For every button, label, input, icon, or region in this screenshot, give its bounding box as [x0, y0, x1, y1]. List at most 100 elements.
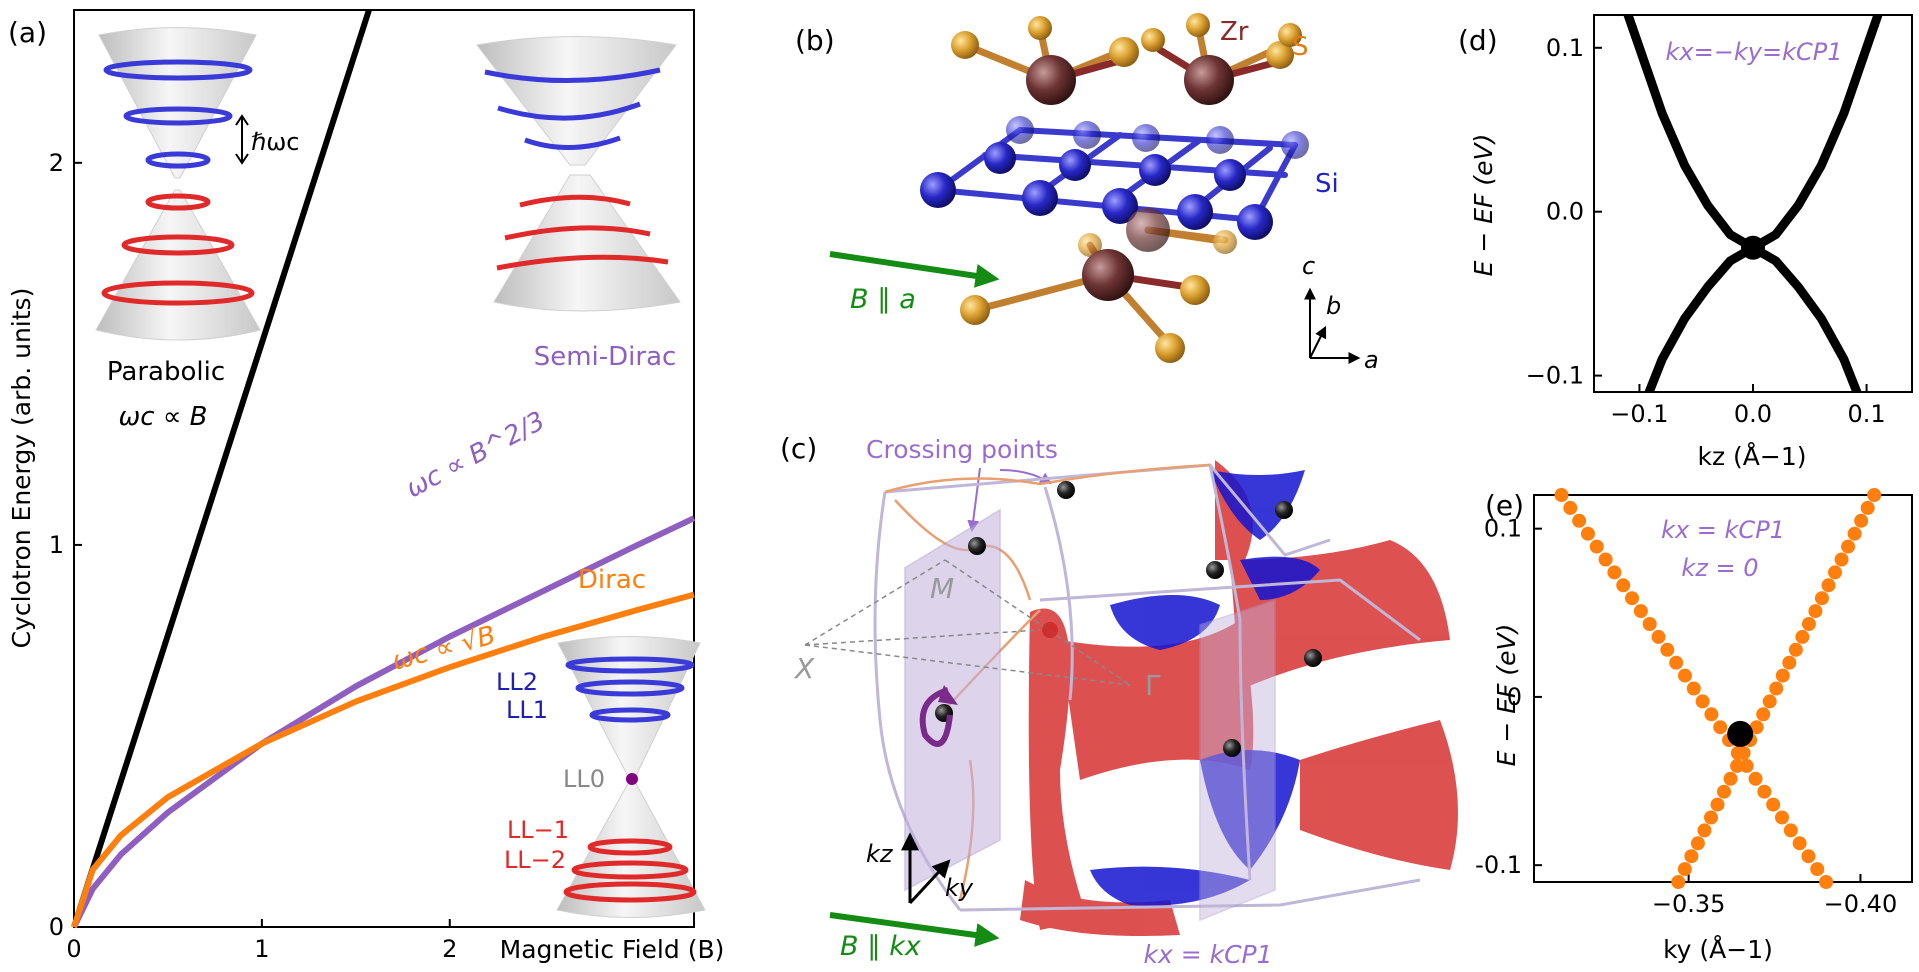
- band-point-1: [1669, 655, 1684, 670]
- band-point-1: [1774, 810, 1789, 825]
- panel-a-series: [71, 9, 696, 929]
- band-point-2: [1703, 810, 1718, 825]
- panel-d-annotation: kx=−ky=kCP1: [1666, 38, 1843, 66]
- panel-a-ylabel: Cyclotron Energy (arb. units): [7, 288, 36, 649]
- ll0-label: LL0: [563, 765, 605, 793]
- band-point-1: [1633, 604, 1648, 619]
- dirac-title: Dirac: [578, 565, 646, 595]
- band-point-2: [1749, 720, 1764, 735]
- band-point-2: [1867, 488, 1882, 502]
- semi-dirac-formula: ωc ∝ B^2/3: [401, 406, 550, 504]
- band-point-1: [1660, 642, 1675, 657]
- panel-d-xlabel: kz (Å−1): [1697, 442, 1806, 471]
- kx-plane-right: [1199, 598, 1276, 922]
- band-point-1: [1589, 539, 1604, 554]
- band-point-1: [1713, 720, 1728, 735]
- band-point-2: [1736, 746, 1751, 760]
- panel-e-axes-frame: [1533, 494, 1913, 883]
- field-arrow-c: [829, 912, 1000, 947]
- band-point-1: [1783, 823, 1798, 838]
- k-axes-icon: [901, 832, 951, 905]
- cyclotron-orbit: [919, 687, 953, 747]
- s-label: S: [1292, 32, 1309, 62]
- band-point-2: [1828, 565, 1843, 580]
- y-tick-label: 2: [49, 149, 64, 177]
- band-point-2: [1821, 578, 1836, 593]
- parabolic-title: Parabolic: [107, 357, 225, 387]
- band-point-1: [1563, 500, 1578, 515]
- band-point-2: [1697, 823, 1712, 838]
- y-tick-label: 1: [49, 531, 64, 559]
- band-point-2: [1814, 591, 1829, 606]
- x-tick-label: 0.0: [1734, 400, 1772, 428]
- band-point-2: [1730, 758, 1745, 773]
- zr-label: Zr: [1220, 17, 1249, 47]
- band-point-2: [1801, 617, 1816, 631]
- band-point-1: [1695, 694, 1710, 709]
- band-point-2: [1690, 836, 1705, 851]
- panel-e-series: [1554, 488, 1882, 889]
- hbar-omega-label: ℏωc: [251, 128, 300, 156]
- band-point-1: [1686, 681, 1701, 696]
- label-Gamma: Γ: [1145, 669, 1161, 702]
- band-point-1: [1704, 707, 1719, 722]
- band-point-2: [1841, 539, 1856, 554]
- band-point-1: [1757, 784, 1772, 799]
- x-tick-label: 0.1: [1847, 400, 1885, 428]
- band-point-1: [1616, 578, 1631, 593]
- y-tick-label: 0.0: [1546, 198, 1584, 226]
- band-point-1: [1607, 565, 1622, 580]
- x-tick-label: 0: [66, 935, 81, 963]
- crossing-points-label: Crossing points: [866, 435, 1058, 464]
- band-point-1: [1801, 849, 1816, 864]
- band-point-1: [1651, 629, 1666, 644]
- band-point-2: [1775, 668, 1790, 683]
- panel-d-letter: (d): [1458, 24, 1498, 57]
- label-M: M: [930, 572, 954, 605]
- panel-d-axes-frame: [1593, 14, 1913, 393]
- series-line-semi-dirac: [71, 515, 696, 929]
- band-point-2: [1710, 797, 1725, 812]
- band-point-1: [1625, 591, 1640, 606]
- band-point-2: [1756, 707, 1771, 722]
- band-point-2: [1782, 655, 1797, 670]
- label-ky: ky: [945, 874, 974, 902]
- x-tick-label: −0.1: [1610, 400, 1668, 428]
- parabolic-formula: ωc ∝ B: [118, 402, 207, 432]
- band-point-2: [1860, 500, 1875, 515]
- band-point-2: [1762, 694, 1777, 709]
- crystal-axes-icon: [1304, 287, 1361, 364]
- kx-plane-label: kx = kCP1: [1143, 940, 1272, 969]
- panel-a-axes-frame: [73, 9, 695, 928]
- band-point-1: [1810, 862, 1825, 877]
- band-point-2: [1847, 526, 1862, 541]
- label-kz: kz: [866, 840, 894, 868]
- si-label: Si: [1315, 169, 1339, 199]
- axis-a-label: a: [1364, 346, 1379, 374]
- field-label-b: B ∥ a: [850, 284, 916, 315]
- axis-c-label: c: [1302, 252, 1315, 280]
- y-tick-label: 0: [1507, 683, 1522, 711]
- axis-b-label: b: [1326, 292, 1341, 320]
- crossing-point: [1727, 720, 1754, 747]
- panel-c-letter: (c): [780, 432, 817, 465]
- band-point-1: [1739, 758, 1754, 773]
- panel-e-annotation-2: kz = 0: [1681, 554, 1758, 582]
- panel-e: (e) −0.35−0.40-0.100.1 kx = kCP1 kz = 0 …: [1475, 488, 1913, 964]
- band-point-2: [1769, 681, 1784, 696]
- y-tick-label: −0.1: [1526, 362, 1584, 390]
- band-point-1: [1554, 488, 1569, 502]
- x-tick-label: −0.40: [1824, 890, 1898, 918]
- semi-dirac-cone-inset: [476, 36, 681, 312]
- ll-minus2-label: LL−2: [504, 846, 566, 874]
- band-point-2: [1684, 849, 1699, 864]
- y-tick-label: 0.1: [1484, 515, 1522, 543]
- y-tick-label: 0: [49, 913, 64, 941]
- x-tick-label: 1: [254, 935, 269, 963]
- band-point-1: [1819, 875, 1834, 889]
- band-point-2: [1723, 771, 1738, 786]
- panel-e-letter: (e): [1485, 489, 1524, 522]
- blue-fermi-surface: [1090, 470, 1320, 906]
